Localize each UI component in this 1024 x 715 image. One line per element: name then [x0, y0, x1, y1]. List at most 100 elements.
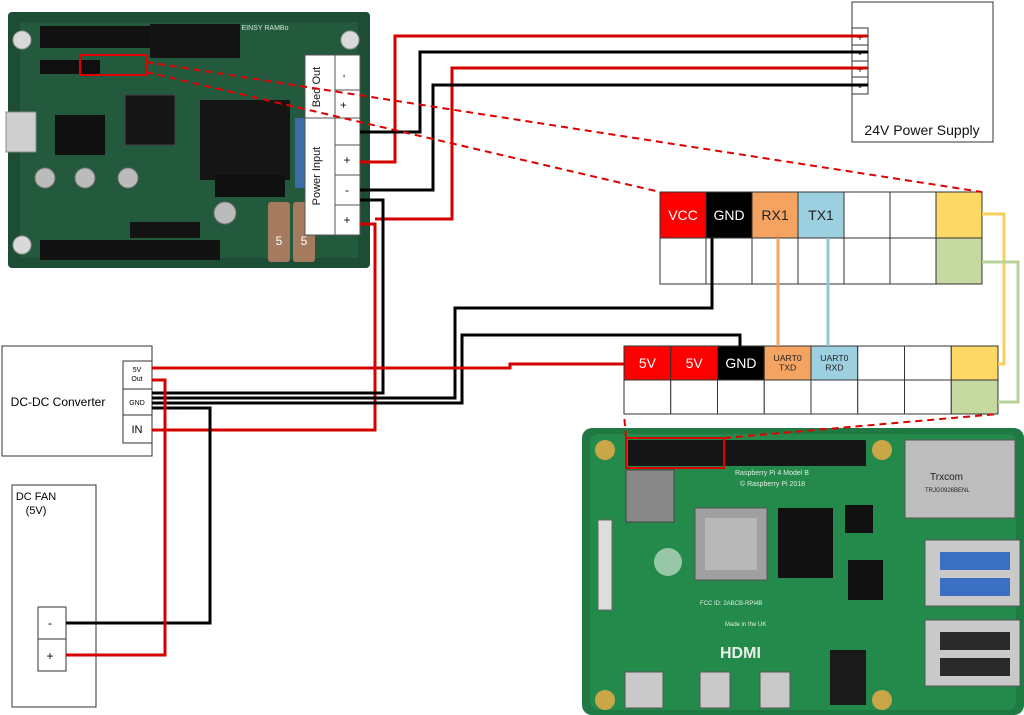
- wire-fan-plus: [66, 378, 167, 657]
- power-input-terminal-plus-2: +: [343, 213, 350, 227]
- wire-yellow-loop: [982, 212, 1006, 366]
- micro-hdmi-port-icon: [759, 671, 791, 709]
- pi-copyright-text: © Raspberry Pi 2018: [740, 480, 805, 488]
- capacitor-icon: [34, 167, 56, 189]
- converter-terminal-gnd: GND: [129, 400, 145, 407]
- pi-header-pin-label: 5V: [686, 355, 704, 371]
- micro-hdmi-port-icon: [699, 671, 731, 709]
- callout-line-bottom: [145, 71, 661, 193]
- psu-terminal-1: +: [857, 32, 863, 44]
- mounting-hole-icon: [872, 690, 892, 710]
- connector-strip: [130, 222, 200, 238]
- wire-psu-plus-1: [360, 34, 868, 164]
- wifi-module-icon: [625, 469, 675, 523]
- pi-header-pin-cell: [763, 379, 812, 415]
- usb2-port-icon: [924, 619, 1021, 687]
- usb2-insert-icon: [940, 632, 1010, 650]
- pi-header-pin-cell: [623, 379, 672, 415]
- callout-lines: [145, 61, 999, 439]
- dc-fan-voltage-label: (5V): [26, 505, 47, 517]
- connector-block: [150, 24, 240, 58]
- serial-header-pin-label: RX1: [761, 207, 788, 223]
- pi-header-pin-cell: [904, 379, 952, 415]
- power-input-label: Power Input: [311, 147, 323, 206]
- connector-block: [215, 175, 285, 197]
- chip-icon: [845, 505, 873, 533]
- audio-jack-icon: [830, 650, 866, 705]
- display-connector-icon: [597, 519, 613, 611]
- wire-gnd-serial: [152, 238, 714, 400]
- gpio-header: [628, 440, 866, 466]
- usb-c-port-icon: [624, 671, 664, 709]
- wire-psu-minus-2: [360, 83, 868, 192]
- mounting-hole-icon: [12, 30, 32, 50]
- pi-header-pin-cell: [810, 379, 859, 415]
- pi-header-pin-cell: [950, 345, 999, 381]
- capacitor-icon: [74, 167, 96, 189]
- wire-converter-in: [152, 222, 377, 432]
- pi-header-pin-cell: [623, 345, 672, 381]
- pi-header-pin-label: GND: [725, 355, 756, 371]
- bed-out-label: Bed Out: [311, 67, 323, 107]
- fan-terminal-minus: -: [48, 616, 52, 630]
- wire-gnd-pi: [152, 333, 742, 405]
- pin-header: [40, 60, 100, 74]
- dc-dc-converter-label: DC-DC Converter: [11, 395, 106, 409]
- fcc-id-text: FCC ID: 2ABCB-RPI4B: [700, 601, 762, 607]
- wire-psu-minus-1: [360, 50, 868, 134]
- blue-connector-icon: [295, 118, 305, 188]
- wire-fan-minus: [66, 406, 212, 625]
- ethernet-part-number: TRJG0926BENL: [925, 488, 970, 494]
- serial-header-pin-cell: [705, 237, 753, 285]
- pi-header-pin-cell: [670, 379, 718, 415]
- usb3-insert-icon: [940, 578, 1010, 596]
- serial-header-pin-label: VCC: [668, 207, 698, 223]
- wire-5v-pi: [152, 362, 624, 370]
- gpio-highlight: [625, 437, 725, 469]
- fuse-label: 5: [276, 234, 283, 248]
- psu-terminal-2: -: [858, 48, 862, 60]
- mounting-hole-icon: [595, 440, 615, 460]
- serial-header-highlight: [79, 54, 147, 76]
- wire-converter-gnd-1: [152, 198, 385, 395]
- serial-header-pin-cell: [797, 237, 845, 285]
- ethernet-brand: Trxcom: [930, 472, 963, 483]
- mounting-hole-icon: [12, 235, 32, 255]
- converter-terminal-block: [122, 360, 153, 444]
- serial-header-pin-cell: [889, 237, 937, 285]
- bed-out-terminal-minus: -: [338, 74, 350, 78]
- ethernet-port-icon: [904, 439, 1016, 519]
- connector-strip: [40, 240, 220, 260]
- pi-header-pin-cell: [717, 379, 765, 415]
- dc-fan: - + DC FAN (5V): [11, 484, 97, 708]
- wire-green-loop: [982, 260, 1020, 404]
- usb3-port-icon: [924, 539, 1021, 607]
- psu-terminal-4: -: [858, 81, 862, 93]
- psu-terminal-3: +: [857, 64, 863, 76]
- raspberry-pi: Trxcom TRJG0926BENL Raspberry Pi 4 Model…: [582, 428, 1024, 715]
- mcu-chip-icon: [124, 94, 176, 146]
- board-title: EINSY RAMBo: [242, 25, 289, 32]
- soc-chip-lid: [705, 518, 757, 570]
- dc-fan-label: DC FAN: [16, 491, 56, 503]
- mounting-hole-icon: [340, 30, 360, 50]
- fan-terminal-plus: +: [46, 649, 53, 663]
- controller-board: 5 5 EINSY RAMBo Bed Out Power Input - + …: [5, 12, 370, 268]
- power-supply: + - + - 24V Power Supply: [851, 1, 994, 143]
- ram-chip-icon: [778, 508, 833, 578]
- fuse-label: 5: [301, 234, 308, 248]
- power-supply-box: [851, 1, 994, 143]
- pi-header-pin-cell: [857, 379, 905, 415]
- serial-header-pin-cell: [935, 191, 983, 239]
- wire-psu-plus-2: [375, 66, 868, 221]
- connector-block: [200, 100, 290, 180]
- converter-terminal-in: IN: [132, 424, 143, 436]
- pi-callout-right: [723, 413, 999, 439]
- usb2-insert-icon: [940, 658, 1010, 676]
- pi-header-pin-cell: [857, 345, 905, 381]
- serial-header-pin-cell: [843, 191, 891, 239]
